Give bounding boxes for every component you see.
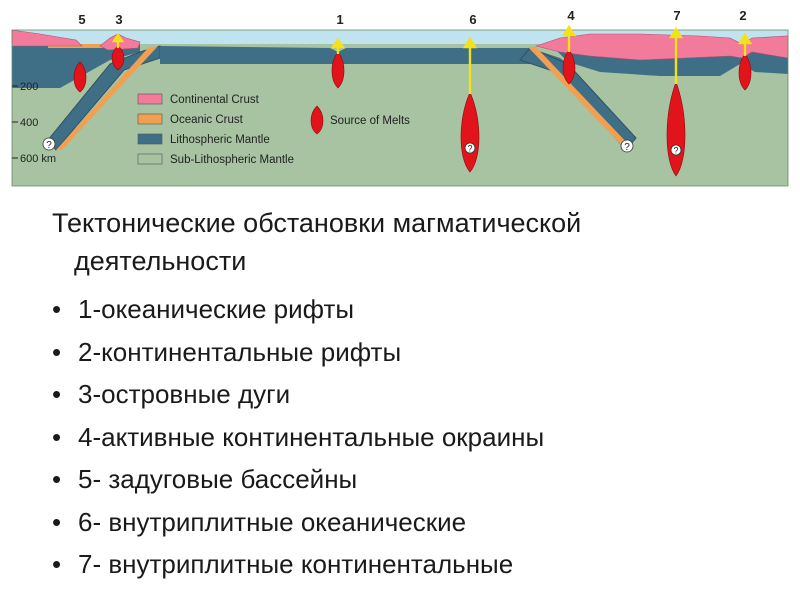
unknown-marker-right-label: ? <box>624 142 630 153</box>
depth-label-400: 400 <box>20 117 38 129</box>
arrow-head-4 <box>561 24 577 37</box>
lithospheric-mantle-left <box>12 44 140 88</box>
list-item-text: 4-активные континентальные окраины <box>78 421 545 452</box>
list-item-text: 7- внутриплитные континентальные <box>78 549 514 579</box>
depth-axis: 200 400 600 km <box>12 81 56 165</box>
arrow-head-1 <box>330 37 346 49</box>
depth-label-600: 600 km <box>20 153 56 165</box>
list-item-text: 3-островные дуги <box>78 379 291 409</box>
slide-title: Тектонические обстановки магматической д… <box>52 204 772 280</box>
arrow-head-6 <box>462 36 478 49</box>
list-item: • 1-океанические рифты <box>52 288 772 331</box>
slide-text-block: Тектонические обстановки магматической д… <box>52 204 772 586</box>
list-item: • 2-континентальные рифты <box>52 331 772 374</box>
list-item: • 4-активные континентальные окраины <box>52 416 772 459</box>
site-number-1: 1 <box>336 12 343 27</box>
legend-melt-symbol <box>310 105 324 135</box>
list-item: • 5- задуговые бассейны <box>52 458 772 501</box>
site-numbers: 5 3 1 6 4 7 2 <box>78 8 746 27</box>
bullet-dot: • <box>52 549 62 579</box>
bullet-dot: • <box>52 464 62 494</box>
legend-label-lithospheric-mantle: Lithospheric Mantle <box>170 134 270 146</box>
site-number-3: 3 <box>115 12 122 27</box>
arrow-head-2 <box>737 32 753 45</box>
unknown-marker-7-label: ? <box>673 146 678 156</box>
list-item-text: 6- внутриплитные океанические <box>78 506 467 537</box>
unknown-marker-right <box>620 139 634 153</box>
arrow-head-7 <box>668 26 684 39</box>
list-item: • 7- внутриплитные континентальные <box>52 543 772 586</box>
bullet-dot: • <box>52 506 62 537</box>
bullet-dot: • <box>52 294 62 324</box>
diagram-frame <box>11 29 789 187</box>
list-item-text: 1-океанические рифты <box>78 294 355 324</box>
legend-swatch-sub-lithospheric-mantle <box>137 153 163 165</box>
legend-label-source-of-melts: Source of Melts <box>330 115 410 127</box>
bullet-dot: • <box>52 379 62 409</box>
legend-label-sub-lithospheric-mantle: Sub-Lithospheric Mantle <box>170 154 294 166</box>
list-item-text: 2-континентальные рифты <box>78 336 402 367</box>
legend: Continental Crust Oceanic Crust Lithosph… <box>137 93 410 166</box>
site-number-2: 2 <box>739 8 746 23</box>
melt-source-2 <box>738 53 752 91</box>
unknown-marker-left-label: ? <box>46 140 52 151</box>
unknown-marker-6-label: ? <box>467 144 472 154</box>
melt-source-1 <box>331 51 345 89</box>
site-number-5: 5 <box>78 12 85 27</box>
legend-swatch-continental-crust <box>137 93 163 105</box>
legend-swatch-oceanic-crust <box>137 113 163 125</box>
legend-swatch-lithospheric-mantle <box>137 133 163 145</box>
melt-source-6 <box>460 91 480 173</box>
arrow-head-3 <box>111 32 125 43</box>
melt-source-5 <box>73 61 87 93</box>
list-item: • 3-островные дуги <box>52 373 772 416</box>
melt-source-4 <box>562 49 576 85</box>
unknown-marker-7 <box>670 144 682 156</box>
slide-title-line-1: Тектонические обстановки магматической <box>52 208 582 238</box>
ascent-arrows <box>111 24 753 94</box>
bullet-dot: • <box>52 336 62 367</box>
bullet-dot: • <box>52 421 62 452</box>
list-item-text: 5- задуговые бассейны <box>78 464 358 494</box>
site-number-6: 6 <box>469 12 476 27</box>
site-number-7: 7 <box>673 8 680 23</box>
setting-list: • 1-океанические рифты • 2-континентальные… <box>52 288 772 586</box>
list-item: • 6- внутриплитные океанические <box>52 501 772 544</box>
tectonic-cross-section-diagram: ? ? ? ? 5 3 1 6 4 7 2 200 400 600 km Con… <box>11 8 789 187</box>
legend-label-continental-crust: Continental Crust <box>170 94 260 106</box>
melt-source-3 <box>111 45 125 71</box>
unknown-markers: ? ? ? ? <box>42 137 682 156</box>
site-number-4: 4 <box>567 8 575 23</box>
depth-label-200: 200 <box>20 81 38 93</box>
oceanic-crust-slab-right <box>528 47 630 148</box>
unknown-marker-6 <box>464 142 476 154</box>
unknown-marker-left <box>42 137 56 151</box>
oceanic-lithosphere-central <box>160 46 568 64</box>
oceanic-crust-slab-left <box>56 46 158 150</box>
slide-title-line-2: деятельности <box>74 246 247 276</box>
legend-label-oceanic-crust: Oceanic Crust <box>170 114 244 126</box>
